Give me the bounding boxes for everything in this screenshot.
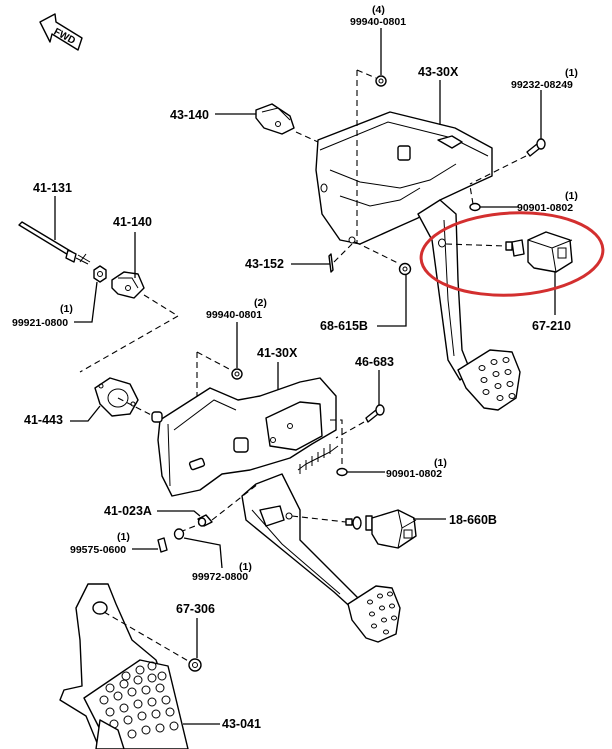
label-99972-0800[interactable]: 99972-0800 — [192, 571, 248, 583]
label-67-210[interactable]: 67-210 — [532, 319, 571, 333]
label-68-615b[interactable]: 68-615B — [320, 319, 368, 333]
accelerator-pedal-43-041[interactable] — [59, 583, 189, 749]
qty-99921-0800: (1) — [60, 303, 73, 315]
label-90901-0802-top[interactable]: 90901-0802 — [517, 202, 573, 214]
label-43-152[interactable]: 43-152 — [245, 257, 284, 271]
label-18-660b[interactable]: 18-660B — [449, 513, 497, 527]
label-99940-0801-top[interactable]: 99940-0801 — [350, 16, 406, 28]
label-43-30x[interactable]: 43-30X — [418, 65, 459, 79]
nut-99940-0801-top[interactable] — [375, 75, 387, 87]
label-41-023a[interactable]: 41-023A — [104, 504, 152, 518]
bolt-46-683[interactable] — [365, 404, 385, 423]
label-90901-0802-mid[interactable]: 90901-0802 — [386, 468, 442, 480]
washer-90901-0802-top[interactable] — [469, 202, 481, 212]
clutch-switch-18-660b[interactable] — [345, 509, 417, 549]
label-99921-0800[interactable]: 99921-0800 — [12, 317, 68, 329]
pushrod-41-131[interactable] — [18, 221, 91, 265]
qty-99940-0801-top: (4) — [372, 4, 385, 16]
fwd-arrow-icon: FWD — [39, 13, 83, 51]
nut-68-615b[interactable] — [398, 262, 412, 276]
nut-99940-0801-mid[interactable] — [231, 368, 243, 380]
washer-90901-0802-mid[interactable] — [336, 467, 348, 477]
bolt-99232-08249[interactable] — [526, 138, 546, 157]
highlight-ellipse — [419, 211, 605, 297]
qty-99972-0800: (1) — [239, 561, 252, 573]
label-41-443[interactable]: 41-443 — [24, 413, 63, 427]
qty-90901-0802-mid: (1) — [434, 457, 447, 469]
label-99940-0801-mid[interactable]: 99940-0801 — [206, 309, 262, 321]
clevis-41-140[interactable] — [111, 271, 145, 299]
label-43-041[interactable]: 43-041 — [222, 717, 261, 731]
nut-67-306[interactable] — [188, 658, 202, 672]
label-43-140[interactable]: 43-140 — [170, 108, 209, 122]
flange-gasket-41-443[interactable] — [94, 377, 139, 417]
label-41-131[interactable]: 41-131 — [33, 181, 72, 195]
nut-99921-0800[interactable] — [93, 265, 107, 283]
qty-99575-0600: (1) — [117, 531, 130, 543]
fwd-label: FWD — [52, 26, 77, 46]
brake-light-switch-67-210[interactable] — [505, 231, 573, 273]
qty-90901-0802-top: (1) — [565, 190, 578, 202]
clutch-pedal-arm[interactable] — [241, 473, 365, 613]
clutch-pedal-pad[interactable] — [347, 585, 401, 643]
brake-pedal-pad[interactable] — [457, 349, 521, 411]
label-99575-0600[interactable]: 99575-0600 — [70, 544, 126, 556]
clevis-43-140[interactable] — [255, 103, 295, 135]
clutch-pedal-bracket-41-30x[interactable] — [151, 377, 343, 497]
label-67-306[interactable]: 67-306 — [176, 602, 215, 616]
qty-99232-08249: (1) — [565, 67, 578, 79]
label-41-30x[interactable]: 41-30X — [257, 346, 298, 360]
qty-99940-0801-mid: (2) — [254, 297, 267, 309]
clip-99575-0600[interactable] — [157, 537, 168, 553]
label-46-683[interactable]: 46-683 — [355, 355, 394, 369]
brake-pedal-bracket-43-30x[interactable] — [315, 111, 493, 245]
clip-43-152[interactable] — [328, 253, 334, 273]
label-99232-08249[interactable]: 99232-08249 — [511, 79, 573, 91]
bushing-41-023a[interactable] — [197, 514, 213, 527]
label-41-140[interactable]: 41-140 — [113, 215, 152, 229]
nut-99972-0800[interactable] — [173, 528, 185, 540]
